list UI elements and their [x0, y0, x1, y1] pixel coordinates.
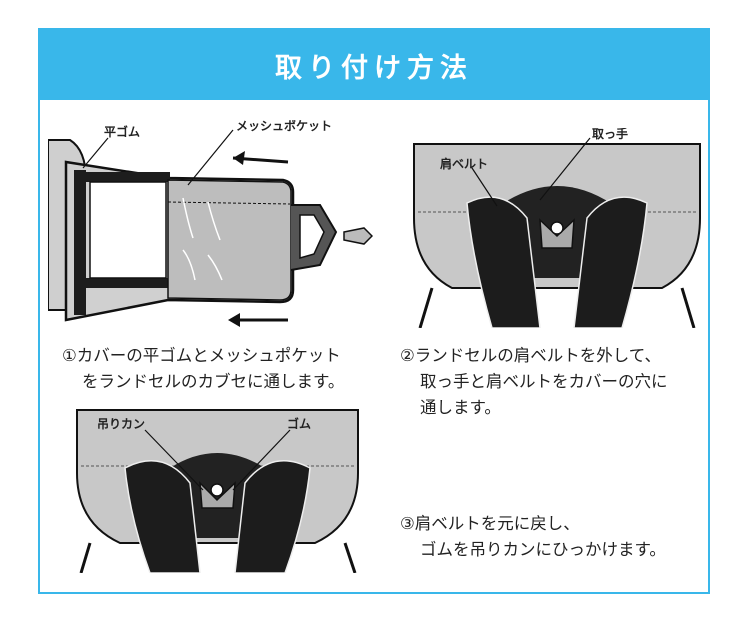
title-bar: 取り付け方法	[40, 30, 708, 100]
step3-caption-line: ゴムを吊りカンにひっかけます。	[420, 540, 666, 559]
step3-caption: ③肩ベルトを元に戻し、 ゴムを吊りカンにひっかけます。	[400, 511, 666, 563]
step1-caption-line: をランドセルのカブセに通します。	[82, 372, 345, 391]
step1-caption: ①カバーの平ゴムとメッシュポケット をランドセルのカブセに通します。	[62, 343, 344, 395]
label-mesh-pocket: メッシュポケット	[236, 120, 332, 133]
step2-caption-line: ②ランドセルの肩ベルトを外して、	[400, 346, 661, 365]
step3-illustration: 吊りカン ゴム	[76, 409, 359, 573]
label-flat-rubber: 平ゴム	[104, 124, 140, 139]
step1-caption-line: ①カバーの平ゴムとメッシュポケット	[62, 346, 341, 365]
page-title: 取り付け方法	[275, 52, 473, 84]
label-rubber: ゴム	[287, 416, 311, 431]
step2-caption: ②ランドセルの肩ベルトを外して、 取っ手と肩ベルトをカバーの穴に 通します。	[400, 343, 668, 421]
label-shoulder-belt: 肩ベルト	[440, 156, 488, 171]
step3-caption-line: ③肩ベルトを元に戻し、	[400, 514, 580, 533]
label-hanger: 吊りカン	[97, 417, 145, 431]
step2-caption-line: 通します。	[420, 398, 501, 417]
step2-caption-line: 取っ手と肩ベルトをカバーの穴に	[420, 372, 668, 391]
step2-illustration: 取っ手 肩ベルト	[413, 128, 701, 328]
label-handle: 取っ手	[592, 128, 628, 141]
step1-illustration: 平ゴム メッシュポケット	[48, 120, 373, 327]
